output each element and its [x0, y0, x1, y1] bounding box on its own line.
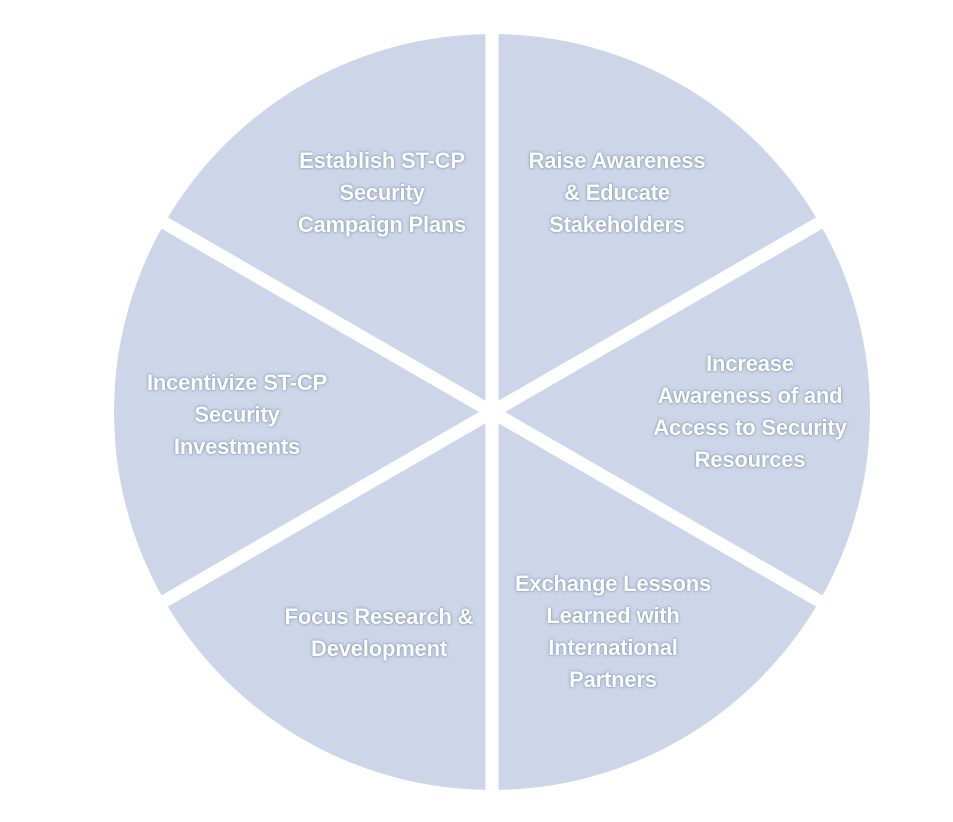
segment-label-focus-research: Focus Research & Development	[284, 604, 474, 661]
segment-label-raise-awareness: Raise Awareness & Educate Stakeholders	[528, 148, 706, 237]
segment-label-increase-awareness: Increase Awareness of and Access to Secu…	[653, 351, 847, 472]
divider-upper-right	[488, 214, 828, 418]
segment-label-establish-campaign-plans: Establish ST-CP Security Campaign Plans	[297, 148, 467, 237]
segment-label-incentivize-investments: Incentivize ST-CP Security Investments	[147, 370, 327, 459]
divider-upper-left	[156, 214, 496, 418]
divider-lower-left	[156, 406, 496, 610]
segment-dividers	[156, 28, 828, 796]
segment-label-exchange-lessons: Exchange Lessons Learned with Internatio…	[514, 571, 712, 692]
divider-lower-right	[488, 406, 828, 610]
